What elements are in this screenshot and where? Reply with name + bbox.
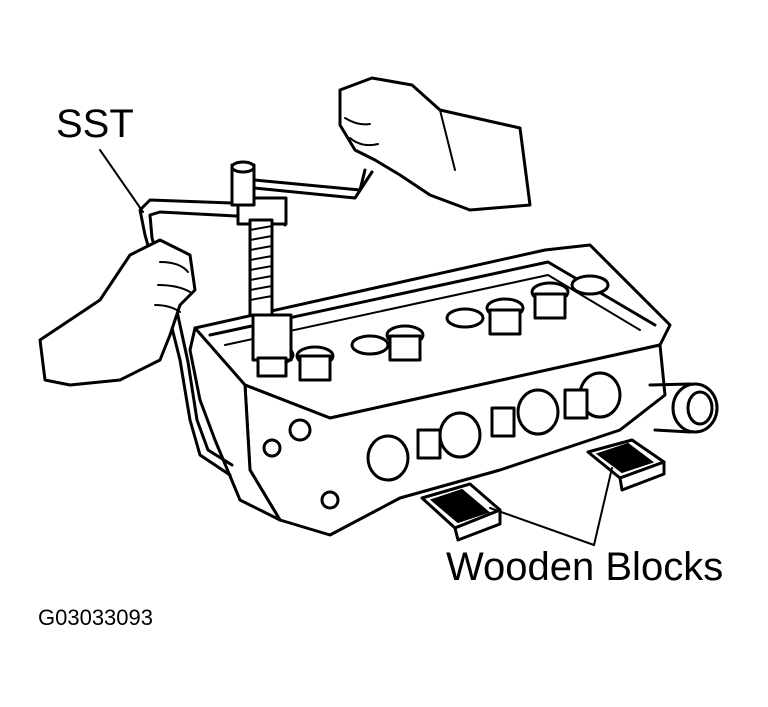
wooden-block-right — [586, 438, 666, 492]
wooden-blocks-label: Wooden Blocks — [446, 545, 724, 589]
sst-label: SST — [56, 102, 134, 146]
callout-leaders — [99, 149, 613, 546]
blocks-leader-line-left — [489, 507, 595, 546]
sst-tool — [138, 160, 374, 477]
left-hand — [38, 238, 197, 387]
blocks-leader-line-right — [593, 467, 613, 546]
right-hand — [338, 76, 532, 212]
wooden-block-left — [420, 482, 502, 542]
sst-leader-line — [99, 149, 144, 213]
figure-code: G03033093 — [38, 605, 153, 630]
